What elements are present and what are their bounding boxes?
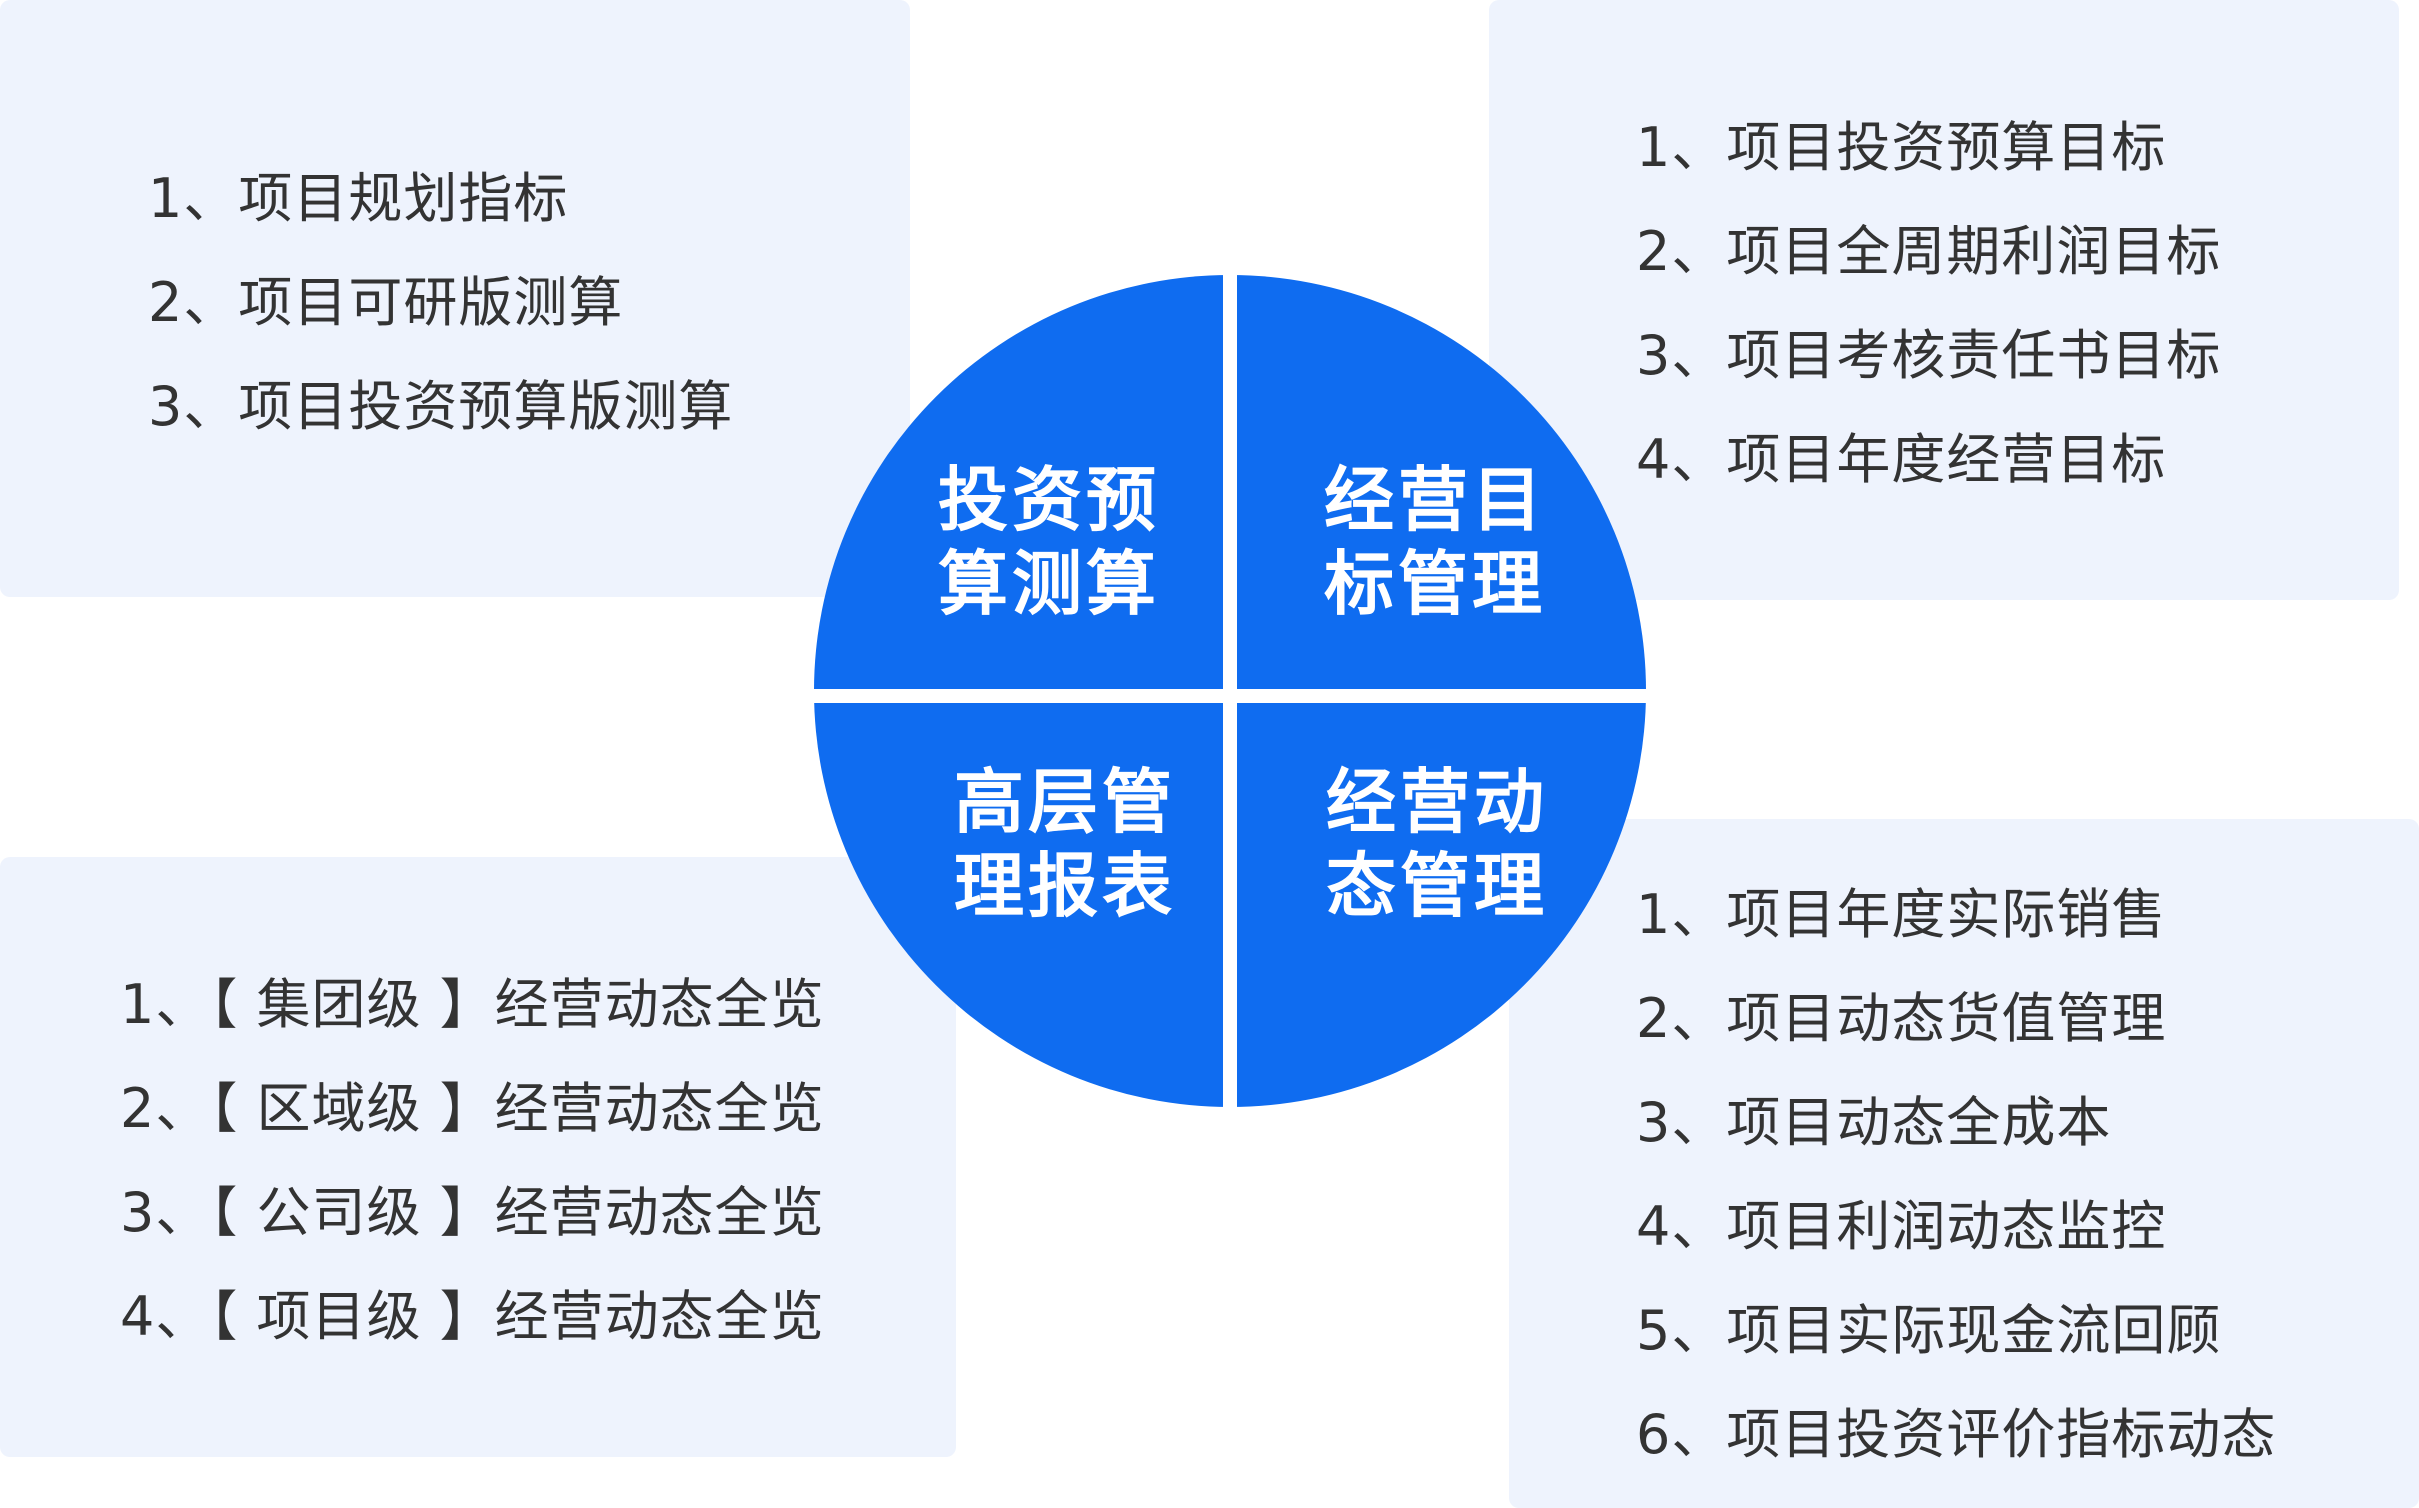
quadrant-executive-reports: 高层管 理报表 [954, 760, 1214, 928]
list-item: 2、【 区域级 】经营动态全览 [120, 1077, 825, 1140]
list-item: 1、【 集团级 】经营动态全览 [120, 973, 825, 1036]
list-item: 4、【 项目级 】经营动态全览 [120, 1285, 825, 1348]
quadrant-label-line: 投资预 [938, 459, 1160, 541]
quadrant-label-line: 经营目 [1324, 459, 1546, 541]
list-item: 6、项目投资评价指标动态 [1636, 1403, 2277, 1466]
list-item: 4、项目利润动态监控 [1636, 1195, 2167, 1258]
quadrant-investment-budget: 投资预 算测算 [938, 458, 1198, 626]
quadrant-operating-dynamics: 经营动 态管理 [1326, 760, 1586, 928]
investment-budget-panel [0, 0, 910, 597]
list-item: 3、项目动态全成本 [1636, 1091, 2112, 1154]
list-item: 1、项目投资预算目标 [1636, 116, 2167, 179]
operating-dynamics-list: 1、项目年度实际销售 2、项目动态货值管理 3、项目动态全成本 4、项目利润动态… [1636, 863, 2276, 1487]
quadrant-label-line: 态管理 [1326, 845, 1548, 927]
executive-reports-panel [0, 857, 956, 1457]
list-item: 2、项目全周期利润目标 [1636, 220, 2222, 283]
list-item: 3、【 公司级 】经营动态全览 [120, 1181, 825, 1244]
quadrant-label-line: 理报表 [954, 845, 1176, 927]
list-item: 4、项目年度经营目标 [1636, 428, 2167, 491]
quadrant-operating-targets: 经营目 标管理 [1324, 458, 1584, 626]
list-item: 1、项目年度实际销售 [1636, 883, 2167, 946]
investment-budget-list: 1、项目规划指标 2、项目可研版测算 3、项目投资预算版测算 [148, 147, 733, 459]
list-item: 5、项目实际现金流回顾 [1636, 1299, 2222, 1362]
list-item: 1、项目规划指标 [148, 167, 569, 230]
list-item: 2、项目动态货值管理 [1636, 987, 2167, 1050]
executive-reports-list: 1、【 集团级 】经营动态全览 2、【 区域级 】经营动态全览 3、【 公司级 … [120, 953, 825, 1369]
list-item: 3、项目考核责任书目标 [1636, 324, 2222, 387]
quadrant-label-line: 高层管 [954, 761, 1176, 843]
wheel-horizontal-divider [814, 689, 1646, 703]
operating-targets-list: 1、项目投资预算目标 2、项目全周期利润目标 3、项目考核责任书目标 4、项目年… [1636, 96, 2221, 512]
quadrant-label-line: 标管理 [1324, 543, 1546, 625]
operating-targets-panel [1489, 0, 2399, 600]
quadrant-label-line: 经营动 [1326, 761, 1548, 843]
list-item: 2、项目可研版测算 [148, 271, 624, 334]
operating-dynamics-panel [1509, 819, 2419, 1508]
quadrant-label-line: 算测算 [938, 543, 1160, 625]
list-item: 3、项目投资预算版测算 [148, 375, 734, 438]
management-wheel [814, 275, 1646, 1107]
